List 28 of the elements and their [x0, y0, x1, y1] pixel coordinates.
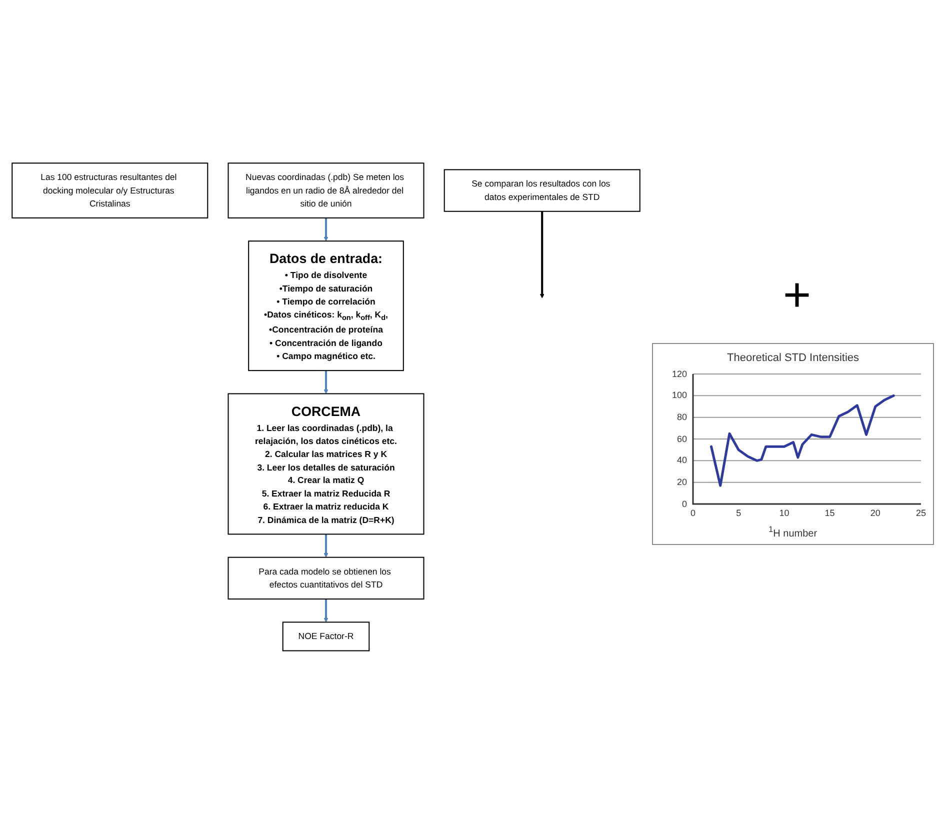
arrow [324, 534, 328, 558]
tick-label: 120 [672, 370, 688, 378]
tick-label: 100 [672, 391, 688, 400]
tick-label: 60 [677, 434, 688, 444]
arrow [324, 598, 328, 622]
plus-sign: + [782, 268, 812, 323]
tick-label: 25 [916, 508, 926, 518]
tick-label: 40 [677, 456, 688, 466]
node-box: Se comparan los resultados con los datos experimentales de STD [444, 168, 640, 212]
tick-label: 0 [690, 508, 696, 518]
node-box: Nuevas coordinadas (.pdb) Se meten los ligandos en un radio de 8Å alrededor del sitio de unión [228, 162, 424, 218]
arrow [324, 218, 328, 241]
tick-label: 80 [677, 412, 688, 422]
node-box: Datos de entrada: • Tipo de disolvente •Tiempo de saturación • Tiempo de correlación •Datos cinéticos: k$_{on}$, k$_{off}$, K$_{d}$, •Concentración de proteína • Concentración de ligando • Campo magnético etc. [248, 240, 404, 371]
arrow [540, 210, 544, 298]
tick-label: 5 [736, 508, 742, 518]
axis-label: $^{1}$H number [768, 525, 818, 540]
node-box: CORCEMA 1. Leer las coordinadas (.pdb), la relajación, los datos cinéticos etc. 2. Calcular las matrices R y K 3. Leer los detalles de saturación 4. Crear la matiz Q 5. Extraer la matriz Reducida R 6. Extraer la matriz reducida K 7. Dinámica de la matriz (D=R+K) [228, 392, 424, 534]
tick-label: 10 [779, 508, 790, 518]
tick-label: 20 [677, 478, 688, 487]
tick-label: 15 [824, 508, 835, 518]
chart-title: Theoretical STD Intensities [727, 352, 860, 364]
tick-label: 20 [870, 508, 880, 518]
arrow [324, 370, 328, 394]
node-box: Las 100 estructuras resultantes del docking molecular o/y Estructuras Cristalinas [12, 162, 208, 218]
node-box: Para cada modelo se obtienen los efectos cuantitativos del STD [228, 556, 424, 600]
tick-label: 0 [682, 500, 688, 508]
node-box: NOE Factor-R [282, 621, 370, 651]
